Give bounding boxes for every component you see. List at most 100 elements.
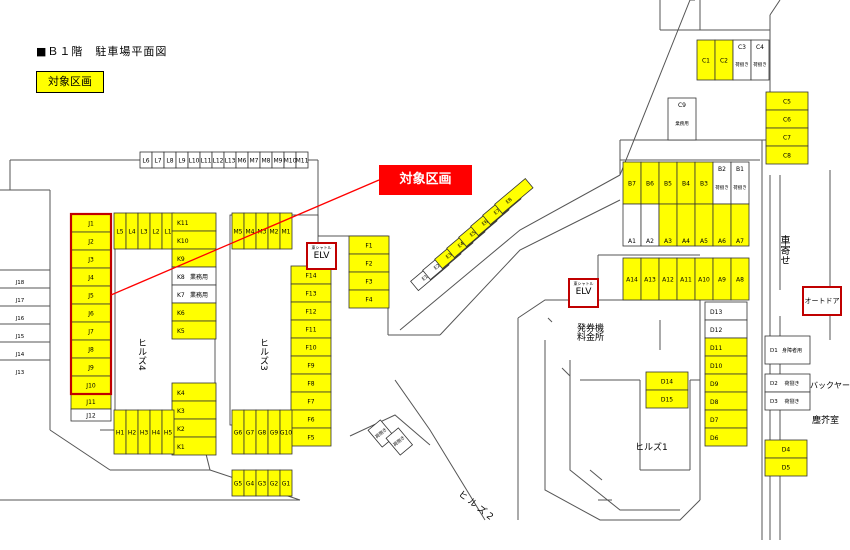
space-label: H4 [152,430,161,437]
space-label: F5 [307,435,314,442]
space-label: L9 [178,158,185,165]
parking-space [750,39,770,81]
space-label: G10 [280,430,292,437]
space-label: K9 [177,256,185,263]
parking-space [704,427,748,447]
space-label: D2 [770,381,778,387]
space-label: J13 [15,370,25,376]
space-label: D4 [782,447,791,454]
space-label: J1 [87,221,94,228]
space-label: C4 [756,44,764,51]
space-label: K7 [177,292,185,299]
space-sublabel: 身障者用 [782,347,802,354]
space-label: E8 [505,197,514,206]
space-label: F14 [305,273,316,280]
space-label: D9 [710,381,719,388]
space-label: F2 [365,261,372,268]
road-line [569,360,680,511]
space-label: F8 [307,381,314,388]
space-label: K1 [177,444,185,451]
road-line [547,317,553,323]
kurashitsu-label: 塵芥室 [812,416,840,426]
space-label: 荷捌き [735,61,749,68]
space-label: H3 [140,430,149,437]
space-label: F13 [305,291,316,298]
space-label: M4 [246,229,255,236]
parking-space: E8 [494,178,534,215]
parking-space [764,391,811,411]
space-label: G9 [270,430,279,437]
space-label: A14 [626,277,638,284]
space-label: L1 [164,229,171,236]
space-label: D5 [782,465,791,472]
parking-space [764,335,811,365]
space-label: G6 [234,430,243,437]
space-label: M5 [234,229,243,236]
space-label: J8 [87,347,94,354]
space-label: G8 [258,430,267,437]
space-label: F11 [305,327,316,334]
page-title: ■Ｂ１階 駐車場平面図 [36,45,168,58]
parking-space [279,212,293,250]
space-label: A8 [736,277,744,284]
elevator-hills3[interactable]: 東シャトル ELV [306,242,337,270]
space-sublabel: 業務用 [190,291,208,299]
road-line [619,0,691,176]
parking-space [295,151,309,169]
space-label: J14 [15,352,25,358]
space-label: D13 [710,309,722,316]
space-label: D7 [710,417,719,424]
space-label: K10 [177,238,189,245]
elevator-sublabel: 東シャトル [573,281,594,286]
space-label: B3 [700,181,708,188]
space-label: A12 [662,277,674,284]
space-label: L11 [201,158,212,165]
parking-space [730,203,750,247]
space-label: C6 [783,117,791,124]
parking-space [645,389,689,409]
space-label: J5 [87,293,94,300]
elevator-sublabel: 東シャトル [311,245,332,250]
target-group-outline [69,212,113,396]
road-line [349,414,431,446]
elevator-label: ELV [313,251,330,261]
space-label: F1 [365,243,372,250]
space-label: B6 [646,181,654,188]
space-label: J15 [15,334,25,340]
space-label: L10 [189,158,200,165]
parking-space [765,145,809,165]
space-label: F7 [307,399,314,406]
space-label: M11 [296,158,309,165]
space-label: A11 [680,277,692,284]
space-label: D6 [710,435,719,442]
space-label: D3 [770,399,778,405]
space-label: H1 [116,430,125,437]
space-label: L12 [213,158,224,165]
space-label: G3 [258,481,267,488]
space-label: G7 [246,430,255,437]
space-label: H5 [164,430,173,437]
elevator-hills1[interactable]: 東シャトル ELV [568,278,599,308]
space-label: 荷捌き [753,61,767,68]
parking-space [279,469,293,497]
space-label: D11 [710,345,722,352]
space-label: B4 [682,181,690,188]
space-label: K4 [177,390,185,397]
parking-space [70,408,112,422]
space-label: G2 [270,481,279,488]
space-label: B7 [628,181,636,188]
space-label: E6 [481,219,490,228]
space-label: M8 [262,158,271,165]
hills3-label: ヒルズ3 [258,338,268,371]
road-line [49,429,111,471]
space-label: M10 [284,158,297,165]
road-line [439,219,581,336]
space-label: A9 [718,277,726,284]
space-label: L4 [128,229,135,236]
space-label: A13 [644,277,656,284]
space-label: M3 [258,229,267,236]
space-label: C7 [783,135,791,142]
space-label: K11 [177,220,189,227]
space-label: E1 [421,274,430,283]
legend-target-area: 対象区画 [36,71,104,93]
